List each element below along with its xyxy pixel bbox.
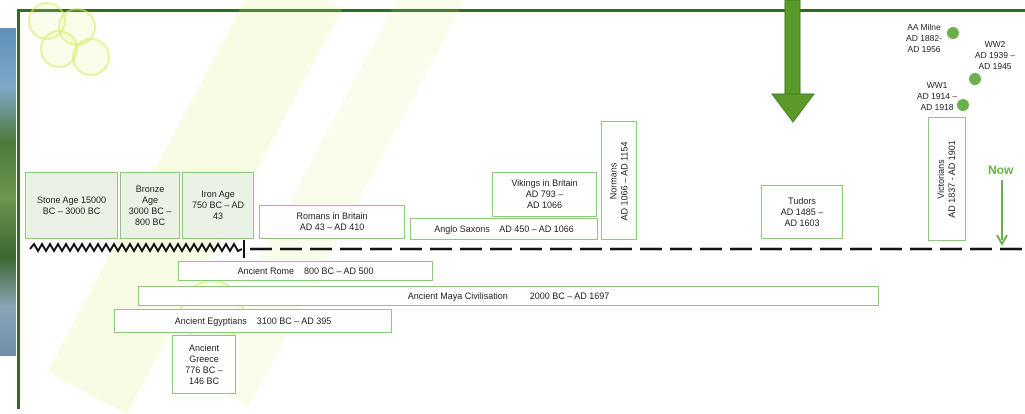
ancient-maya-box: Ancient Maya Civilisation 2000 BC – AD 1…	[138, 286, 879, 306]
ancient-greece-box: Ancient Greece 776 BC – 146 BC	[172, 335, 236, 394]
iron-age-box: Iron Age 750 BC – AD 43	[182, 172, 254, 239]
ancient-egyptians-label: Ancient Egyptians 3100 BC – AD 395	[174, 315, 332, 326]
normans-box: Normans AD 1066 – AD 1154	[601, 121, 637, 240]
tudors-label: Tudors AD 1485 – AD 1603	[780, 195, 824, 228]
stone-age-box: Stone Age 15000 BC – 3000 BC	[25, 172, 118, 239]
aa-milne-marker	[947, 27, 959, 39]
vikings-box: Vikings in Britain AD 793 – AD 1066	[492, 172, 597, 217]
timeline-axis	[29, 240, 1025, 258]
ancient-egyptians-box: Ancient Egyptians 3100 BC – AD 395	[114, 309, 392, 333]
now-label: Now	[988, 163, 1014, 177]
tudors-box: Tudors AD 1485 – AD 1603	[761, 185, 843, 239]
ancient-rome-label: Ancient Rome 800 BC – AD 500	[237, 265, 374, 276]
aa-milne-label: AA Milne AD 1882- AD 1956	[906, 22, 942, 54]
ancient-greece-label: Ancient Greece 776 BC – 146 BC	[185, 342, 223, 386]
now-arrow-icon	[996, 180, 1008, 247]
ww2-label: WW2 AD 1939 – AD 1945	[974, 39, 1016, 71]
ancient-rome-box: Ancient Rome 800 BC – AD 500	[178, 261, 433, 281]
stone-age-label: Stone Age 15000 BC – 3000 BC	[36, 194, 107, 216]
iron-age-label: Iron Age 750 BC – AD 43	[191, 189, 245, 221]
bronze-age-box: Bronze Age 3000 BC – 800 BC	[120, 172, 180, 239]
victorians-label: Victorians AD 1837 - AD 1901	[936, 140, 957, 218]
ancient-maya-dates: 2000 BC – AD 1697	[529, 290, 610, 301]
ww1-label: WW1 AD 1914 – AD 1918	[916, 80, 958, 112]
ancient-maya-name: Ancient Maya Civilisation	[407, 290, 508, 301]
bronze-age-label: Bronze Age 3000 BC – 800 BC	[128, 183, 172, 227]
vikings-label: Vikings in Britain AD 793 – AD 1066	[511, 178, 578, 210]
timeline-frame	[17, 9, 1025, 409]
background-photo-strip	[0, 28, 16, 356]
watermark-circle	[72, 38, 110, 76]
romans-in-britain-box: Romans in Britain AD 43 – AD 410	[259, 205, 405, 239]
normans-label: Normans AD 1066 – AD 1154	[608, 141, 630, 220]
romans-in-britain-label: Romans in Britain AD 43 – AD 410	[296, 211, 368, 232]
down-arrow-icon	[771, 0, 815, 123]
victorians-box: Victorians AD 1837 - AD 1901	[928, 117, 966, 241]
ww2-marker	[969, 73, 981, 85]
anglo-saxons-box: Anglo Saxons AD 450 – AD 1066	[410, 218, 598, 240]
ww1-marker	[957, 99, 969, 111]
anglo-saxons-label: Anglo Saxons AD 450 – AD 1066	[434, 223, 574, 234]
